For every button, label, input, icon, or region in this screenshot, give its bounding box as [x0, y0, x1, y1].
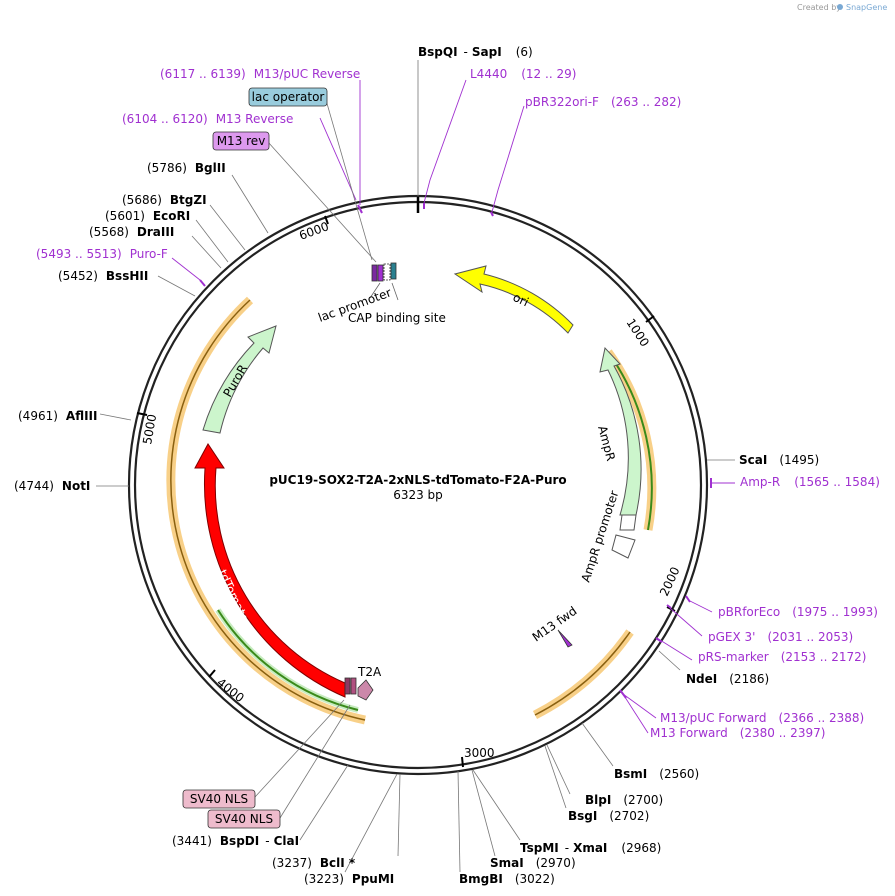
m13puc-rev-primer[interactable] [357, 204, 363, 214]
tick-1000 [645, 315, 655, 323]
lac-operator-marker[interactable] [371, 264, 378, 282]
primer-m13-forward[interactable]: M13 Forward(2380 .. 2397) [650, 726, 825, 740]
sv40-nls-label-2: SV40 NLS [215, 812, 273, 826]
m13-rev-label: M13 rev [217, 134, 266, 148]
m13-fwd-label: M13 fwd [530, 604, 580, 645]
plasmid-name: pUC19-SOX2-T2A-2xNLS-tdTomato-F2A-Puro [269, 473, 566, 487]
primer-l4440[interactable]: L4440(12 .. 29) [470, 67, 576, 81]
ampr-promoter-feature[interactable] [611, 534, 636, 559]
site-tspmi[interactable]: TspMI-XmaI(2968) [520, 841, 661, 855]
t2a-marker[interactable] [344, 677, 351, 695]
primer-pbr322ori[interactable]: pBR322ori-F(263 .. 282) [525, 95, 681, 109]
site-bsgi[interactable]: BsgI(2702) [568, 809, 649, 823]
primer-pbrforeco[interactable]: pBRforEco(1975 .. 1993) [718, 605, 878, 619]
snapgene-logo-icon [837, 4, 843, 10]
m13-fwd-marker[interactable] [557, 629, 573, 648]
t2a-label: T2A [357, 665, 382, 679]
lac-promoter-leader [369, 282, 381, 299]
site-bsshii[interactable]: (5452)BssHII [58, 269, 148, 283]
site-ecori[interactable]: (5601)EcoRI [105, 209, 190, 223]
ampr-promoter-label: AmpR promoter [579, 489, 622, 584]
tick-6000 [324, 215, 329, 225]
tick-label-6000: 6000 [297, 219, 330, 243]
site-bspdi[interactable]: (3441)BspDI-ClaI [172, 834, 299, 848]
lac-operator-box[interactable] [248, 87, 328, 107]
m13-rev-box[interactable] [212, 131, 270, 151]
site-blpi[interactable]: BlpI(2700) [585, 793, 663, 807]
site-btgzi[interactable]: (5686)BtgZI [122, 193, 207, 207]
ampr-orf-line [607, 351, 653, 531]
tick-3000 [461, 756, 464, 768]
orf-band-3 [532, 629, 634, 720]
m13-rev-marker[interactable] [377, 264, 384, 282]
pbr322-primer[interactable] [490, 211, 494, 217]
site-bspqi[interactable]: BspQI-SapI(6) [418, 45, 533, 59]
ori-feature[interactable] [453, 265, 574, 334]
site-bglii[interactable]: (5786)BglII [147, 161, 226, 175]
cap-site-marker[interactable] [390, 262, 397, 280]
lac-promoter-marker[interactable] [383, 263, 391, 281]
primer-m13-reverse[interactable]: (6104 .. 6120)M13 Reverse [122, 112, 293, 126]
cap-site-label: CAP binding site [348, 311, 446, 325]
purof-primer[interactable] [199, 279, 206, 287]
lac-operator-label: lac operator [252, 90, 325, 104]
site-smai[interactable]: SmaI(2970) [490, 856, 576, 870]
ampr-feature[interactable] [599, 346, 642, 516]
sv40-nls-box-2[interactable] [207, 809, 281, 829]
sv40-nls-box-1[interactable] [182, 789, 256, 809]
orf-line-2 [170, 299, 366, 721]
primer-prs-marker[interactable]: pRS-marker(2153 .. 2172) [698, 650, 866, 664]
site-bmgbi[interactable]: BmgBI(3022) [459, 872, 555, 886]
tick-label-3000: 3000 [464, 746, 495, 760]
ori-label: ori [511, 290, 531, 309]
created-by-label: Created by [797, 3, 841, 12]
tick-4000 [208, 669, 216, 678]
site-bcli[interactable]: (3237)BclI * [272, 856, 356, 870]
site-draiii[interactable]: (5568)DraIII [89, 225, 174, 239]
tick-label-4000: 4000 [214, 675, 247, 705]
pbrforeco-primer[interactable] [666, 604, 672, 609]
site-leader-lines [96, 60, 735, 873]
tick-label-5000: 5000 [140, 413, 159, 446]
primer-m13puc-reverse[interactable]: (6117 .. 6139)M13/pUC Reverse [160, 67, 360, 81]
primer-leader-lines [171, 79, 735, 734]
primer-m13puc-forward[interactable]: M13/pUC Forward(2366 .. 2388) [660, 711, 864, 725]
primer-pgex3[interactable]: pGEX 3'(2031 .. 2053) [708, 630, 853, 644]
orf-line-1 [217, 609, 359, 711]
site-ppumi[interactable]: (3223)PpuMI [304, 872, 394, 886]
ampr-promoter-box [619, 514, 637, 531]
snapgene-logo-text: SnapGene [846, 3, 887, 12]
orf-line-3 [534, 631, 631, 716]
ampr-label: AmpR [595, 424, 618, 462]
site-bsmi[interactable]: BsmI(2560) [614, 767, 699, 781]
cap-site-leader [391, 282, 399, 301]
tick-5000 [136, 412, 148, 416]
sv40-nls-label-1: SV40 NLS [190, 792, 248, 806]
site-ndei[interactable]: NdeI(2186) [686, 672, 769, 686]
sv40-nls-2-marker[interactable] [357, 679, 374, 701]
prs-primer[interactable] [655, 637, 663, 643]
primer-puro-f[interactable]: (5493 .. 5513)Puro-F [36, 247, 168, 261]
site-scai[interactable]: ScaI(1495) [739, 453, 819, 467]
plasmid-size: 6323 bp [393, 488, 443, 502]
primer-amp-r[interactable]: Amp-R(1565 .. 1584) [740, 475, 880, 489]
site-noti[interactable]: (4744)NotI [14, 479, 90, 493]
puror-feature[interactable] [202, 325, 277, 434]
box-leader-lines [254, 99, 377, 819]
sv40-nls-1-marker[interactable] [350, 677, 357, 695]
site-aflii[interactable]: (4961)AflIII [18, 409, 97, 423]
